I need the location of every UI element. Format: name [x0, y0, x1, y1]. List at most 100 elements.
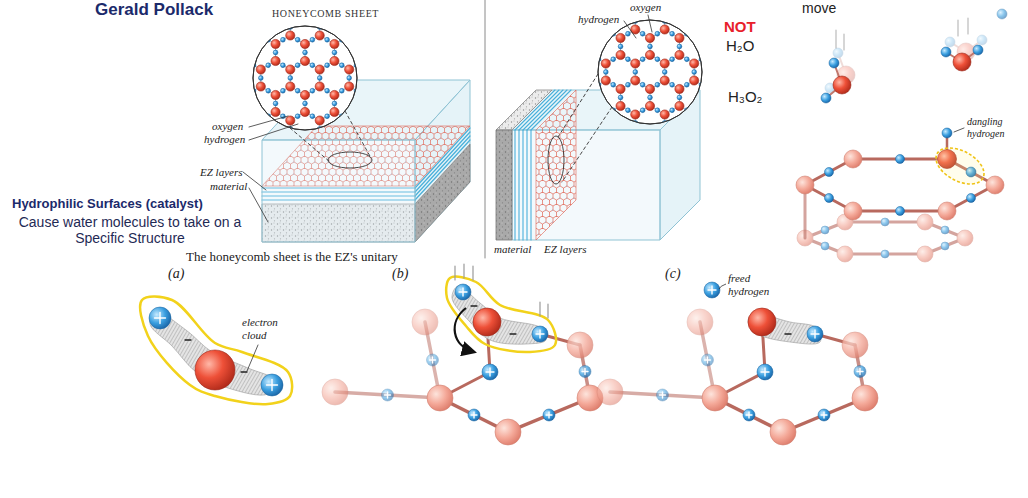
lattice-bond [650, 157, 665, 166]
hydrogen-atom [332, 152, 337, 157]
oxygen-atom [587, 135, 596, 144]
oxygen-atom [687, 309, 713, 335]
oxygen-atom [917, 214, 933, 230]
negation-label: NOT [724, 18, 756, 35]
hydrogen-atom [391, 101, 396, 106]
hydrogen-atom [825, 168, 834, 177]
hydrogen-atom [281, 88, 286, 93]
lattice-bond [393, 44, 394, 61]
plus-sign [159, 313, 160, 324]
hydrogen-atom [295, 63, 300, 68]
lattice-bond [724, 55, 739, 64]
hydrogen-atom [707, 44, 712, 49]
hydrogen-atom [384, 114, 389, 119]
hydrogen-atom [427, 354, 439, 366]
hydrogen-atom [655, 57, 660, 62]
oxygen-atom [557, 84, 566, 93]
hydrogen-atom [376, 76, 381, 81]
callout-label: electron cloud [242, 316, 292, 341]
lattice-bond [561, 38, 562, 55]
minus-sign [241, 371, 247, 372]
lattice-bond [379, 87, 394, 96]
lattice-bond [562, 106, 577, 115]
oxygen-atom [271, 90, 280, 99]
hydrogen-atom [581, 31, 586, 36]
plus-sign [271, 380, 272, 391]
oxygen-atom [844, 150, 862, 168]
lattice-bond [231, 19, 232, 36]
hydrogen-atom [714, 6, 719, 11]
hydrogen-atom [325, 139, 330, 144]
hydrogen-atom [881, 250, 889, 258]
hydrogen-atom [581, 57, 586, 62]
oxygen-atom [719, 110, 728, 119]
ez-layer [526, 130, 527, 240]
hydrogen-atom [258, 127, 263, 132]
hydrogen-atom [626, 82, 631, 87]
hydrogen-atom [640, 31, 645, 36]
oxygen-atom [359, 56, 368, 65]
glass-front [262, 140, 415, 242]
hydrogen-atom [214, 101, 219, 106]
lattice-bond [260, 19, 261, 36]
oxygen-atom [702, 385, 728, 411]
oxygen-atom [271, 141, 280, 150]
oxygen-atom [345, 65, 354, 74]
hydrogen-atom [369, 37, 374, 42]
lattice-bond [606, 132, 621, 141]
oxygen-atom [616, 135, 625, 144]
hydrogen-atom [222, 114, 227, 119]
hydrogen-atom [655, 82, 660, 87]
hydrogen-atom [251, 114, 256, 119]
hydrogen-atom [369, 114, 374, 119]
hydrogen-atom [339, 88, 344, 93]
lattice-bond [217, 87, 232, 96]
hydrogen-atom [303, 152, 308, 157]
oxygen-atom [345, 116, 354, 125]
oxygen-atom [300, 141, 309, 150]
oxygen-atom [359, 39, 368, 48]
lattice-bond [217, 61, 232, 70]
oxygen-atom [315, 133, 324, 142]
oxygen-atom [389, 90, 398, 99]
hydrogen-atom [362, 50, 367, 55]
oxygen-atom [616, 84, 625, 93]
oxygen-atom [557, 33, 566, 42]
hydrogen-atom [626, 57, 631, 62]
lattice-bond [349, 19, 350, 36]
hydrogen-atom [941, 47, 951, 57]
lattice-bond [591, 132, 606, 141]
hydrogen-atom [347, 76, 352, 81]
hydrogen-atom [655, 108, 660, 113]
lattice-bond [231, 61, 246, 70]
oxygen-atom [300, 90, 309, 99]
hydrogen-atom [258, 25, 263, 30]
hydrogen-atom [702, 354, 714, 366]
oxygen-atom [587, 84, 596, 93]
hydrogen-atom [589, 95, 594, 100]
oxygen-atom [473, 308, 501, 336]
hydrogen-atom [648, 95, 653, 100]
lattice-bond [231, 70, 232, 87]
hydrogen-atom [655, 133, 660, 138]
hydrogen-atom [310, 37, 315, 42]
oxygen-atom [286, 31, 295, 40]
hydrogen-atom [677, 95, 682, 100]
oxygen-atom [242, 56, 251, 65]
lattice-bond [576, 13, 577, 30]
hydrogen-atom [611, 82, 616, 87]
hydrogen-atom [251, 139, 256, 144]
lattice-bond [393, 95, 394, 112]
lattice-bond [679, 132, 694, 141]
oxygen-atom [833, 76, 851, 94]
hydrogen-atom [567, 57, 572, 62]
lattice-bond [364, 36, 379, 45]
oxygen-atom [690, 110, 699, 119]
oxygen-atom [660, 110, 669, 119]
lattice-bond [679, 140, 680, 157]
oxygen-atom [660, 59, 669, 68]
water-molecule [821, 58, 851, 103]
lattice-bond [305, 138, 320, 147]
hydrogen-atom [640, 82, 645, 87]
lattice-bond [665, 132, 680, 141]
